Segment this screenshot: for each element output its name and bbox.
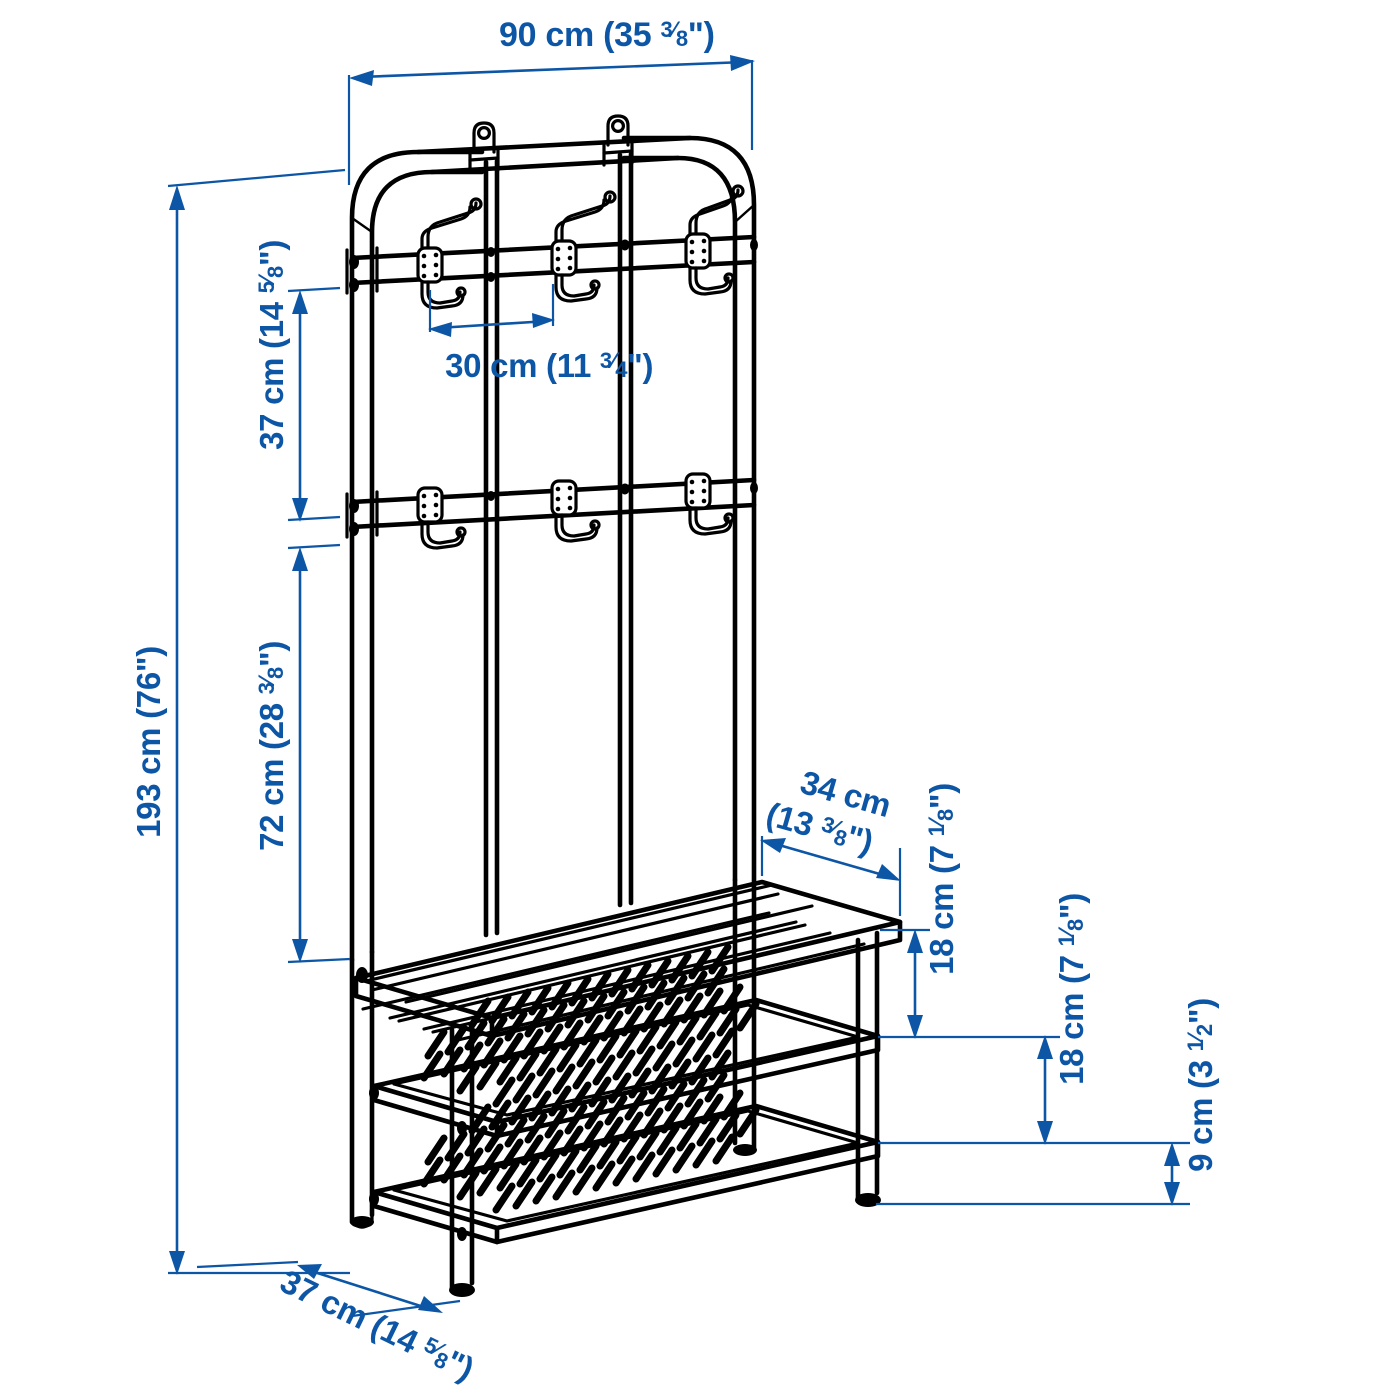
dimension-hook-row-37: 37 cm (14 5⁄8"): [253, 196, 341, 522]
dimension-width-90: 90 cm (35 3⁄8"): [347, 16, 760, 185]
bench-seat-slats: [370, 892, 814, 1004]
dimension-shelf-to-shelf-18b: 18 cm (7 1⁄8"): [878, 849, 1190, 1147]
lower-hook-3: [684, 472, 735, 536]
shelf-joint-marks: [356, 967, 467, 1241]
dimension-hook-spacing-30: 30 cm (11 3⁄4"): [383, 284, 698, 384]
dimension-seat-to-shelf-18a: 18 cm (7 1⁄8"): [878, 739, 1060, 1039]
bench-seat: [353, 879, 903, 1042]
dimension-label-shelf-to-shelf-18b: 18 cm (7 1⁄8"): [1053, 849, 1090, 1147]
dimension-total-height-193: 193 cm (76"): [130, 168, 350, 1275]
dimension-bench-depth-34: 34 cm (13 3⁄8"): [759, 757, 955, 916]
dimension-shelf-to-floor-9: 9 cm (3 1⁄2"): [876, 954, 1219, 1234]
lower-shoe-shelf: [371, 1049, 881, 1245]
upper-shelf-mesh: [420, 943, 760, 1108]
frame-middle-struts: [483, 151, 634, 938]
dimension-label-seat-to-shelf-18a: 18 cm (7 1⁄8"): [923, 739, 960, 1037]
lower-shelf-mesh: [420, 1049, 760, 1214]
dimension-label-shelf-to-floor-9: 9 cm (3 1⁄2"): [1182, 954, 1219, 1234]
frame-top-rail: [415, 135, 693, 175]
product-illustration: [345, 114, 903, 1297]
upper-hook-1: [416, 197, 483, 310]
dimension-label-width-90: 90 cm (35 3⁄8"): [435, 16, 760, 54]
lower-hook-1: [416, 486, 467, 550]
dimension-label-bench-depth-34: 34 cm (13 3⁄8"): [759, 757, 955, 892]
dimension-label-hook-row-37: 37 cm (14 5⁄8"): [253, 196, 290, 512]
lower-hook-2: [550, 479, 601, 543]
dimension-hook-to-bench-72: 72 cm (28 3⁄8"): [253, 543, 351, 964]
upper-hook-3: [684, 184, 745, 296]
upper-shoe-shelf: [371, 943, 881, 1139]
frame-right-upright: [621, 135, 757, 891]
dimension-label-hook-to-bench-72: 72 cm (28 3⁄8"): [253, 597, 290, 913]
dimension-label-total-height-193: 193 cm (76"): [130, 602, 167, 900]
dimension-label-hook-spacing-30: 30 cm (11 3⁄4"): [383, 347, 698, 384]
upper-hook-2: [550, 190, 617, 303]
frame-left-upright: [349, 149, 485, 963]
